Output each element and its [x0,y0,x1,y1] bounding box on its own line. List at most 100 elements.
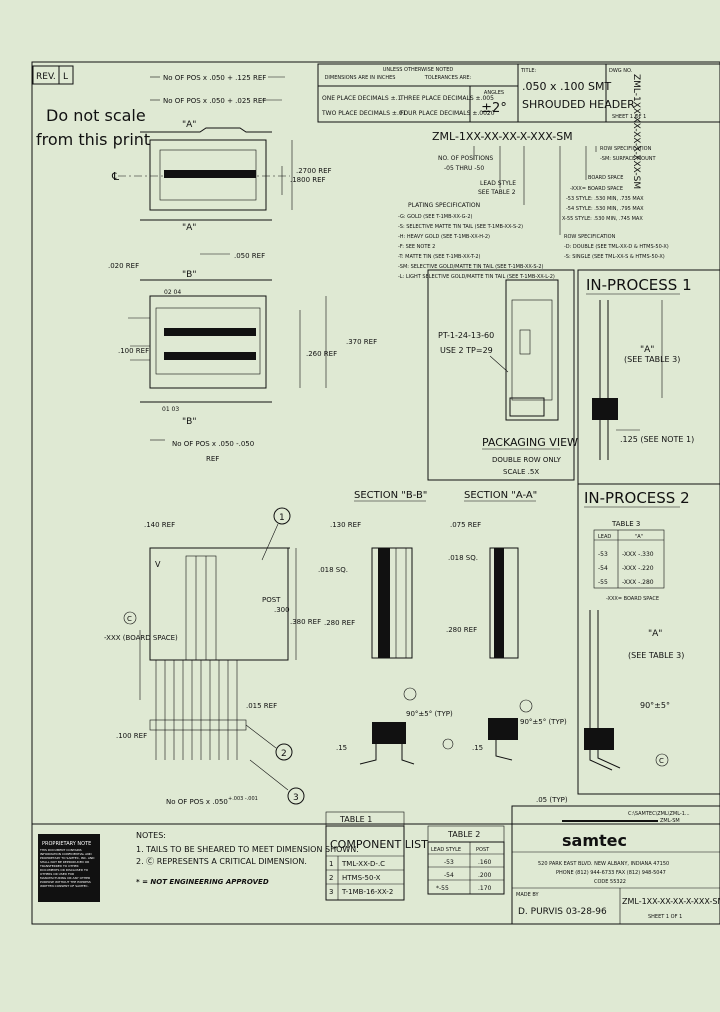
dim-050-ref: .050 REF [234,252,265,260]
title-label: TITLE: [520,68,537,74]
section-bb-dim-280: .280 REF [324,619,355,627]
row-spec-0: -D: DOUBLE (SEE TML-XX-D & HTMS-50-X) [564,244,669,250]
table-3-r2c0: -55 [598,579,608,586]
surface-value: -SM: SURFACE MOUNT [600,156,657,162]
table-2-r1c0: -54 [444,872,454,879]
pin-labels-bot: 01 03 [162,406,179,413]
dim-270-ref: .2700 REF [296,167,332,175]
top-dim-2: No OF POS x .050 + .025 REF [163,97,266,105]
tol-header-1: UNLESS OTHERWISE NOTED [383,67,454,73]
company-dwg-no: ZML-1XX-XX-XX-X-XXX-SM [622,897,720,906]
side-bottom-tol: +.003 -.001 [228,796,258,802]
bottom-dim: No OF POS x .050 -.050 [172,440,254,448]
dim-020-ref: .020 REF [108,262,139,270]
balloon-2-label: 2 [281,749,287,759]
balloon-1 [273,507,291,525]
side-dim-015: .015 REF [246,702,277,710]
table-1-title: TABLE 1 [339,815,372,824]
dim-100-ref-left: .100 REF [118,347,149,355]
plating-0: -G: GOLD (SEE T-1MB-XX-G-2) [398,214,473,220]
side-leads [155,660,238,760]
tolerance-block: UNLESS OTHERWISE NOTED DIMENSIONS ARE IN… [317,63,519,123]
section-bb-dim-15: .15 [336,744,347,752]
rev-box: REV. L [32,65,74,85]
plating-label: PLATING SPECIFICATION [408,202,480,209]
table-2-r0c1: .160 [478,859,492,866]
dim-180-ref: .1800 REF [290,176,326,184]
title-box: TITLE: .050 x .100 SMT SHROUDED HEADER D… [517,63,720,189]
in-process-1-dim-a: "A" [640,345,654,355]
section-aa-dim-15: .15 [472,744,483,752]
tol-two-place: TWO PLACE DECIMALS ±.01 [321,110,407,117]
sheet-info: SHEET 1 OF 1 [612,114,646,120]
in-process-2-angle: 90°±5° [640,701,670,710]
table-1-header: COMPONENT LIST [330,838,428,851]
section-bb-title: SECTION "B-B" [354,490,427,501]
tol-one-place: ONE PLACE DECIMALS ±.1 [322,95,402,102]
section-bb-angle: 90°±5° (TYP) [406,710,453,718]
plating-3: -F: SEE NOTE 2 [398,244,435,250]
notes: NOTES: 1. TAILS TO BE SHEARED TO MEET DI… [136,831,359,886]
packaging-sub2: SCALE .5X [503,468,539,476]
proprietary-body: THIS DOCUMENT CONTAINS INFORMATION CONFI… [40,848,95,888]
top-pins [164,170,256,178]
sheet-border [31,61,720,925]
section-a-bottom: "A" [182,223,196,233]
dwg-no-label: DWG NO. [609,68,633,74]
dim-260-ref: .260 REF [306,350,337,358]
angles-value: ±2° [481,101,507,116]
company-address: 520 PARK EAST BLVD. NEW ALBANY, INDIANA … [538,861,669,867]
table-3-r1c1: -XXX -.220 [622,565,654,572]
side-v-label: V [155,560,161,569]
angles-label: ANGLES [484,90,504,96]
dim-140-ref: .140 REF [144,521,175,529]
pos-label: NO. OF POSITIONS [438,155,493,162]
side-crit-symbol: C [127,615,132,623]
table-1-r1c0: 2 [329,874,333,882]
table-2: TABLE 2 LEAD STYLE POST -53 .160 -54 .20… [427,825,505,895]
file-path: C:\SAMTEC\ZML\ZML-1... [628,811,690,817]
packaging-sub1: DOUBLE ROW ONLY [492,456,562,464]
table-3-title: TABLE 3 [611,520,640,528]
company-code: CODE 55322 [594,879,626,885]
sub-path: ZML-SM [660,818,680,824]
company-sheet: SHEET 1 OF 1 [648,914,682,920]
table-2-r2c1: .170 [478,885,492,892]
balloon-3-label: 3 [293,793,299,803]
section-bb: SECTION "B-B" .130 REF .018 SQ. .280 REF… [318,490,453,765]
plating-1: -S: SELECTIVE MATTE TIN TAIL (SEE T-1MB-… [398,224,523,230]
in-process-2-see-table: (SEE TABLE 3) [628,651,684,660]
top-view: No OF POS x .050 + .125 REF No OF POS x … [111,74,332,233]
in-process-1-dim-125: .125 (SEE NOTE 1) [620,435,694,444]
in-process-2-dim-a: "A" [648,629,662,639]
proprietary-title: PROPRIETARY NOTE [42,841,91,847]
part-number-code: ZML-1XX-XX-XX-X-XXX-SM [432,130,573,143]
board-space-3: X-55 STYLE: .530 MIN, .745 MAX [562,216,643,222]
note-2: 2. Ⓒ REPRESENTS A CRITICAL DIMENSION. [136,857,307,866]
section-aa-dim-075: .075 REF [450,521,481,529]
pos-range: -05 THRU -50 [444,165,484,172]
side-dim-380: .380 REF [290,618,321,626]
table-3-r0c1: -XXX -.330 [622,551,654,558]
section-a-top: "A" [182,120,196,130]
lead-style-label: LEAD STYLE [480,180,516,187]
notes-title: NOTES: [136,831,166,840]
plating-2: -H: HEAVY GOLD (SEE T-1MB-XX-H-2) [398,234,490,240]
in-process-1-see-table: (SEE TABLE 3) [624,355,680,364]
section-aa-dim-018: .018 SQ. [448,554,478,562]
plating-6: -L: LIGHT SELECTIVE GOLD/MATTE TIN TAIL … [398,274,555,280]
plating-5: -SM: SELECTIVE GOLD/MATTE TIN TAIL (SEE … [398,264,544,270]
section-aa-angle: 90°±5° (TYP) [520,718,567,726]
table-3-r0c0: -53 [598,551,608,558]
in-process-2-crit: C [659,757,664,765]
packaging-part: PT-1-24-13-60 [438,331,494,340]
balloon-1-label: 1 [279,513,285,523]
made-by: D. PURVIS 03-28-96 [518,907,607,917]
table-3-note: -XXX= BOARD SPACE [606,596,659,602]
rev-label: REV. [36,72,56,82]
table-3: TABLE 3 LEAD "A" -53 -XXX -.330 -54 -XXX… [593,520,665,602]
section-bb-base [372,722,406,744]
plating-4: -T: MATTE TIN (SEE T-1MB-XX-T-2) [398,254,481,260]
not-eng-approved: * = NOT ENGINEERING APPROVED [136,878,269,886]
